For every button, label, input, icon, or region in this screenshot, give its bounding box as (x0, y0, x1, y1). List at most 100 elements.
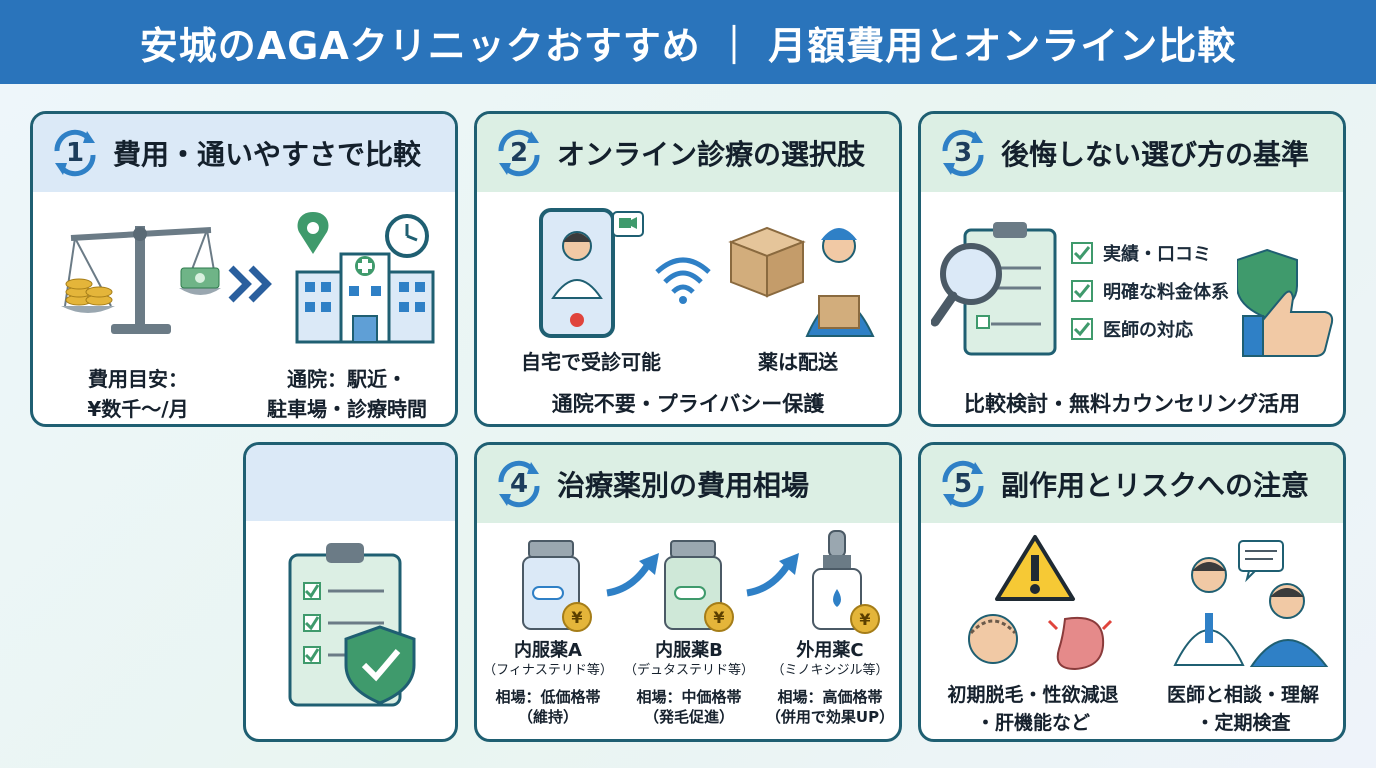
step-number-badge: 5 (935, 456, 991, 512)
step-number: 5 (953, 469, 973, 499)
cost-label-line2: ¥数千〜/月 (87, 397, 189, 421)
checklist-label: 医師の対応 (1103, 320, 1193, 341)
drug-price-line2: （発毛促進） (643, 708, 734, 726)
drug-sub: （デュタステリド等） (623, 663, 754, 678)
card-header: 3 後悔しない選び方の基準 (921, 114, 1343, 192)
delivery-person-icon (728, 226, 875, 337)
card-online-consultation: 2 オンライン診療の選択肢 自宅で受診可能 薬は配送 通院不要・プライバシ (474, 111, 902, 427)
patient-icon (1249, 583, 1329, 667)
access-text: 通院：駅近・ 駐車場・診療時間 (247, 364, 447, 424)
wifi-icon (655, 257, 711, 304)
step-number: 2 (509, 138, 529, 168)
yen-coin-icon: ¥ (562, 602, 592, 632)
stomach-icon (1047, 617, 1113, 671)
drug-price-line1: 相場：中価格帯 (636, 688, 742, 706)
cycle-arrows-icon (942, 460, 984, 508)
thumbs-up-icon (1237, 248, 1334, 357)
checklist-item: 医師の対応 (1071, 310, 1241, 348)
cycle-arrows-icon (498, 129, 540, 177)
cycle-arrows-icon (942, 129, 984, 177)
checklist-label: 明確な料金体系 (1103, 282, 1229, 303)
card-title: 後悔しない選び方の基準 (1001, 138, 1310, 171)
map-pin-icon (297, 212, 329, 254)
drug-price-line1: 相場：低価格帯 (495, 688, 601, 706)
svg-text:¥: ¥ (571, 608, 582, 627)
cycle-arrows-icon (498, 460, 540, 508)
speech-bubble-icon (1238, 540, 1284, 583)
page-banner: 安城のAGAクリニックおすすめ ｜ 月額費用とオンライン比較 (0, 0, 1376, 84)
drug-a-info: 内服薬A （フィナステリド等） 相場：低価格帯 （維持） (481, 641, 615, 727)
drug-name: 内服薬A (514, 640, 582, 661)
step-number-badge: 2 (491, 125, 547, 181)
drug-c-info: 外用薬C （ミノキシジル等） 相場：高価格帯 （併用で効果UP） (761, 641, 899, 727)
card-title: 治療薬別の費用相場 (557, 469, 810, 502)
banknote-icon (180, 267, 220, 289)
card-header: 4 治療薬別の費用相場 (477, 445, 899, 523)
yen-coin-icon: ¥ (850, 604, 880, 634)
card-footer-text: 通院不要・プライバシー保護 (551, 392, 825, 416)
step-number: 1 (65, 138, 85, 168)
criteria-checklist: 実績・口コミ 明確な料金体系 医師の対応 (1071, 234, 1241, 348)
svg-text:¥: ¥ (859, 610, 870, 629)
checklist-label: 実績・口コミ (1103, 244, 1211, 265)
delivery-text: 薬は配送 (758, 350, 838, 374)
drug-price-line2: （維持） (517, 708, 578, 726)
pill-bottle-icon: ¥ (664, 540, 734, 632)
risk-illustration (968, 535, 1113, 671)
cost-estimate-text: 費用目安： ¥数千〜/月 (43, 364, 233, 424)
balance-scale-icon (61, 226, 221, 334)
double-chevron-icon (228, 265, 272, 303)
drug-price-line1: 相場：高価格帯 (777, 688, 883, 706)
smartphone-doctor-icon (539, 208, 644, 338)
check-icon (1071, 318, 1093, 340)
cycle-arrows-icon (54, 129, 96, 177)
checklist-item: 実績・口コミ (1071, 234, 1241, 272)
card-drug-costs: 4 治療薬別の費用相場 ¥ ¥ ¥ (474, 442, 902, 742)
drug-b-info: 内服薬B （デュタステリド等） 相場：中価格帯 （発毛促進） (621, 641, 757, 727)
card-title: 副作用とリスクへの注意 (1001, 469, 1310, 502)
warning-icon (995, 535, 1075, 601)
drug-sub: （フィナステリド等） (483, 663, 613, 678)
clipboard-icon (931, 222, 1057, 356)
consult-line2: ・定期検査 (1195, 712, 1291, 734)
checklist-item: 明確な料金体系 (1071, 272, 1241, 310)
card-title: 費用・通いやすさで比較 (113, 138, 422, 171)
card-selection-criteria: 3 後悔しない選び方の基準 実績・口コミ 明確な料金体系 医師の対応 (918, 111, 1346, 427)
step-number-badge: 3 (935, 125, 991, 181)
pill-bottle-icon: ¥ (522, 540, 592, 632)
risk-line2: ・肝機能など (975, 712, 1090, 734)
dropper-bottle-icon: ¥ (812, 530, 880, 634)
access-label-line2: 駐車場・診療時間 (267, 397, 427, 421)
coins-icon (65, 278, 113, 306)
check-icon (1071, 280, 1093, 302)
head-hair-icon (968, 614, 1018, 664)
magnifier-icon (931, 243, 1002, 327)
home-consult-text: 自宅で受診可能 (521, 350, 661, 374)
delivery-box-icon (728, 226, 806, 298)
clipboard-checklist-icon (288, 543, 416, 707)
access-label-line1: 通院：駅近・ (287, 367, 407, 391)
shield-check-icon (344, 625, 416, 705)
step-number-badge: 1 (47, 125, 103, 181)
video-call-icon (612, 211, 644, 237)
consult-text: 医師と相談・理解 ・定期検査 (1143, 681, 1343, 737)
drug-sub: （ミノキシジル等） (771, 663, 889, 678)
drug-name: 内服薬B (655, 640, 723, 661)
doctor-icon (1173, 557, 1245, 666)
cost-label-line1: 費用目安： (88, 367, 188, 391)
check-icon (1071, 242, 1093, 264)
step-number: 3 (953, 138, 973, 168)
card-header: 5 副作用とリスクへの注意 (921, 445, 1343, 523)
card-checklist-shield (243, 442, 458, 742)
clock-icon (385, 214, 429, 258)
card-header-blank (246, 445, 455, 521)
card-header: 1 費用・通いやすさで比較 (33, 114, 455, 192)
svg-text:¥: ¥ (713, 608, 724, 627)
yen-coin-icon: ¥ (704, 602, 734, 632)
consult-line1: 医師と相談・理解 (1166, 684, 1319, 706)
risk-text: 初期脱毛・性欲減退 ・肝機能など (925, 681, 1141, 737)
step-number-badge: 4 (491, 456, 547, 512)
risk-line1: 初期脱毛・性欲減退 (947, 684, 1119, 706)
card-title: オンライン診療の選択肢 (557, 138, 866, 171)
card-cost-access: 1 費用・通いやすさで比較 (30, 111, 458, 427)
